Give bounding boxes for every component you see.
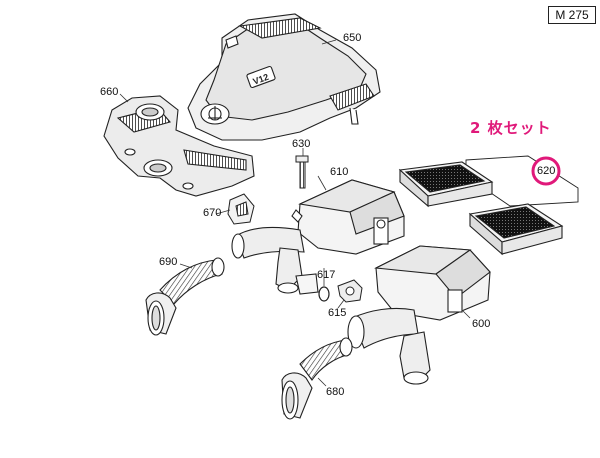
callout-615: 615 [328, 307, 347, 319]
callout-600: 600 [472, 318, 491, 330]
sensor-615 [337, 279, 363, 303]
intake-hose-680 [281, 337, 353, 420]
callout-680: 680 [326, 386, 345, 398]
callout-690: 690 [159, 256, 178, 268]
engine-cover-650: V12 [187, 13, 381, 141]
highlight-ring-620 [531, 156, 561, 186]
callout-660: 660 [100, 86, 119, 98]
callout-650: 650 [343, 32, 362, 44]
o-ring-617 [318, 286, 330, 302]
callout-610: 610 [330, 166, 349, 178]
bracket-670 [227, 193, 255, 225]
air-filters-620 [398, 155, 579, 256]
model-code-box: M 275 [548, 6, 596, 24]
set-note: 2 枚セット [470, 119, 552, 137]
side-cover-660 [103, 95, 255, 197]
callout-617: 617 [317, 269, 336, 281]
air-filter-housing-610 [231, 179, 405, 295]
intake-hose-690 [145, 257, 225, 336]
callout-620: 620 [537, 165, 556, 177]
bolt-630 [295, 155, 309, 189]
callout-670: 670 [203, 207, 222, 219]
air-filter-housing-600 [347, 245, 491, 385]
model-code: M 275 [555, 8, 589, 22]
leader-lines [119, 39, 471, 387]
callout-630: 630 [292, 138, 311, 150]
